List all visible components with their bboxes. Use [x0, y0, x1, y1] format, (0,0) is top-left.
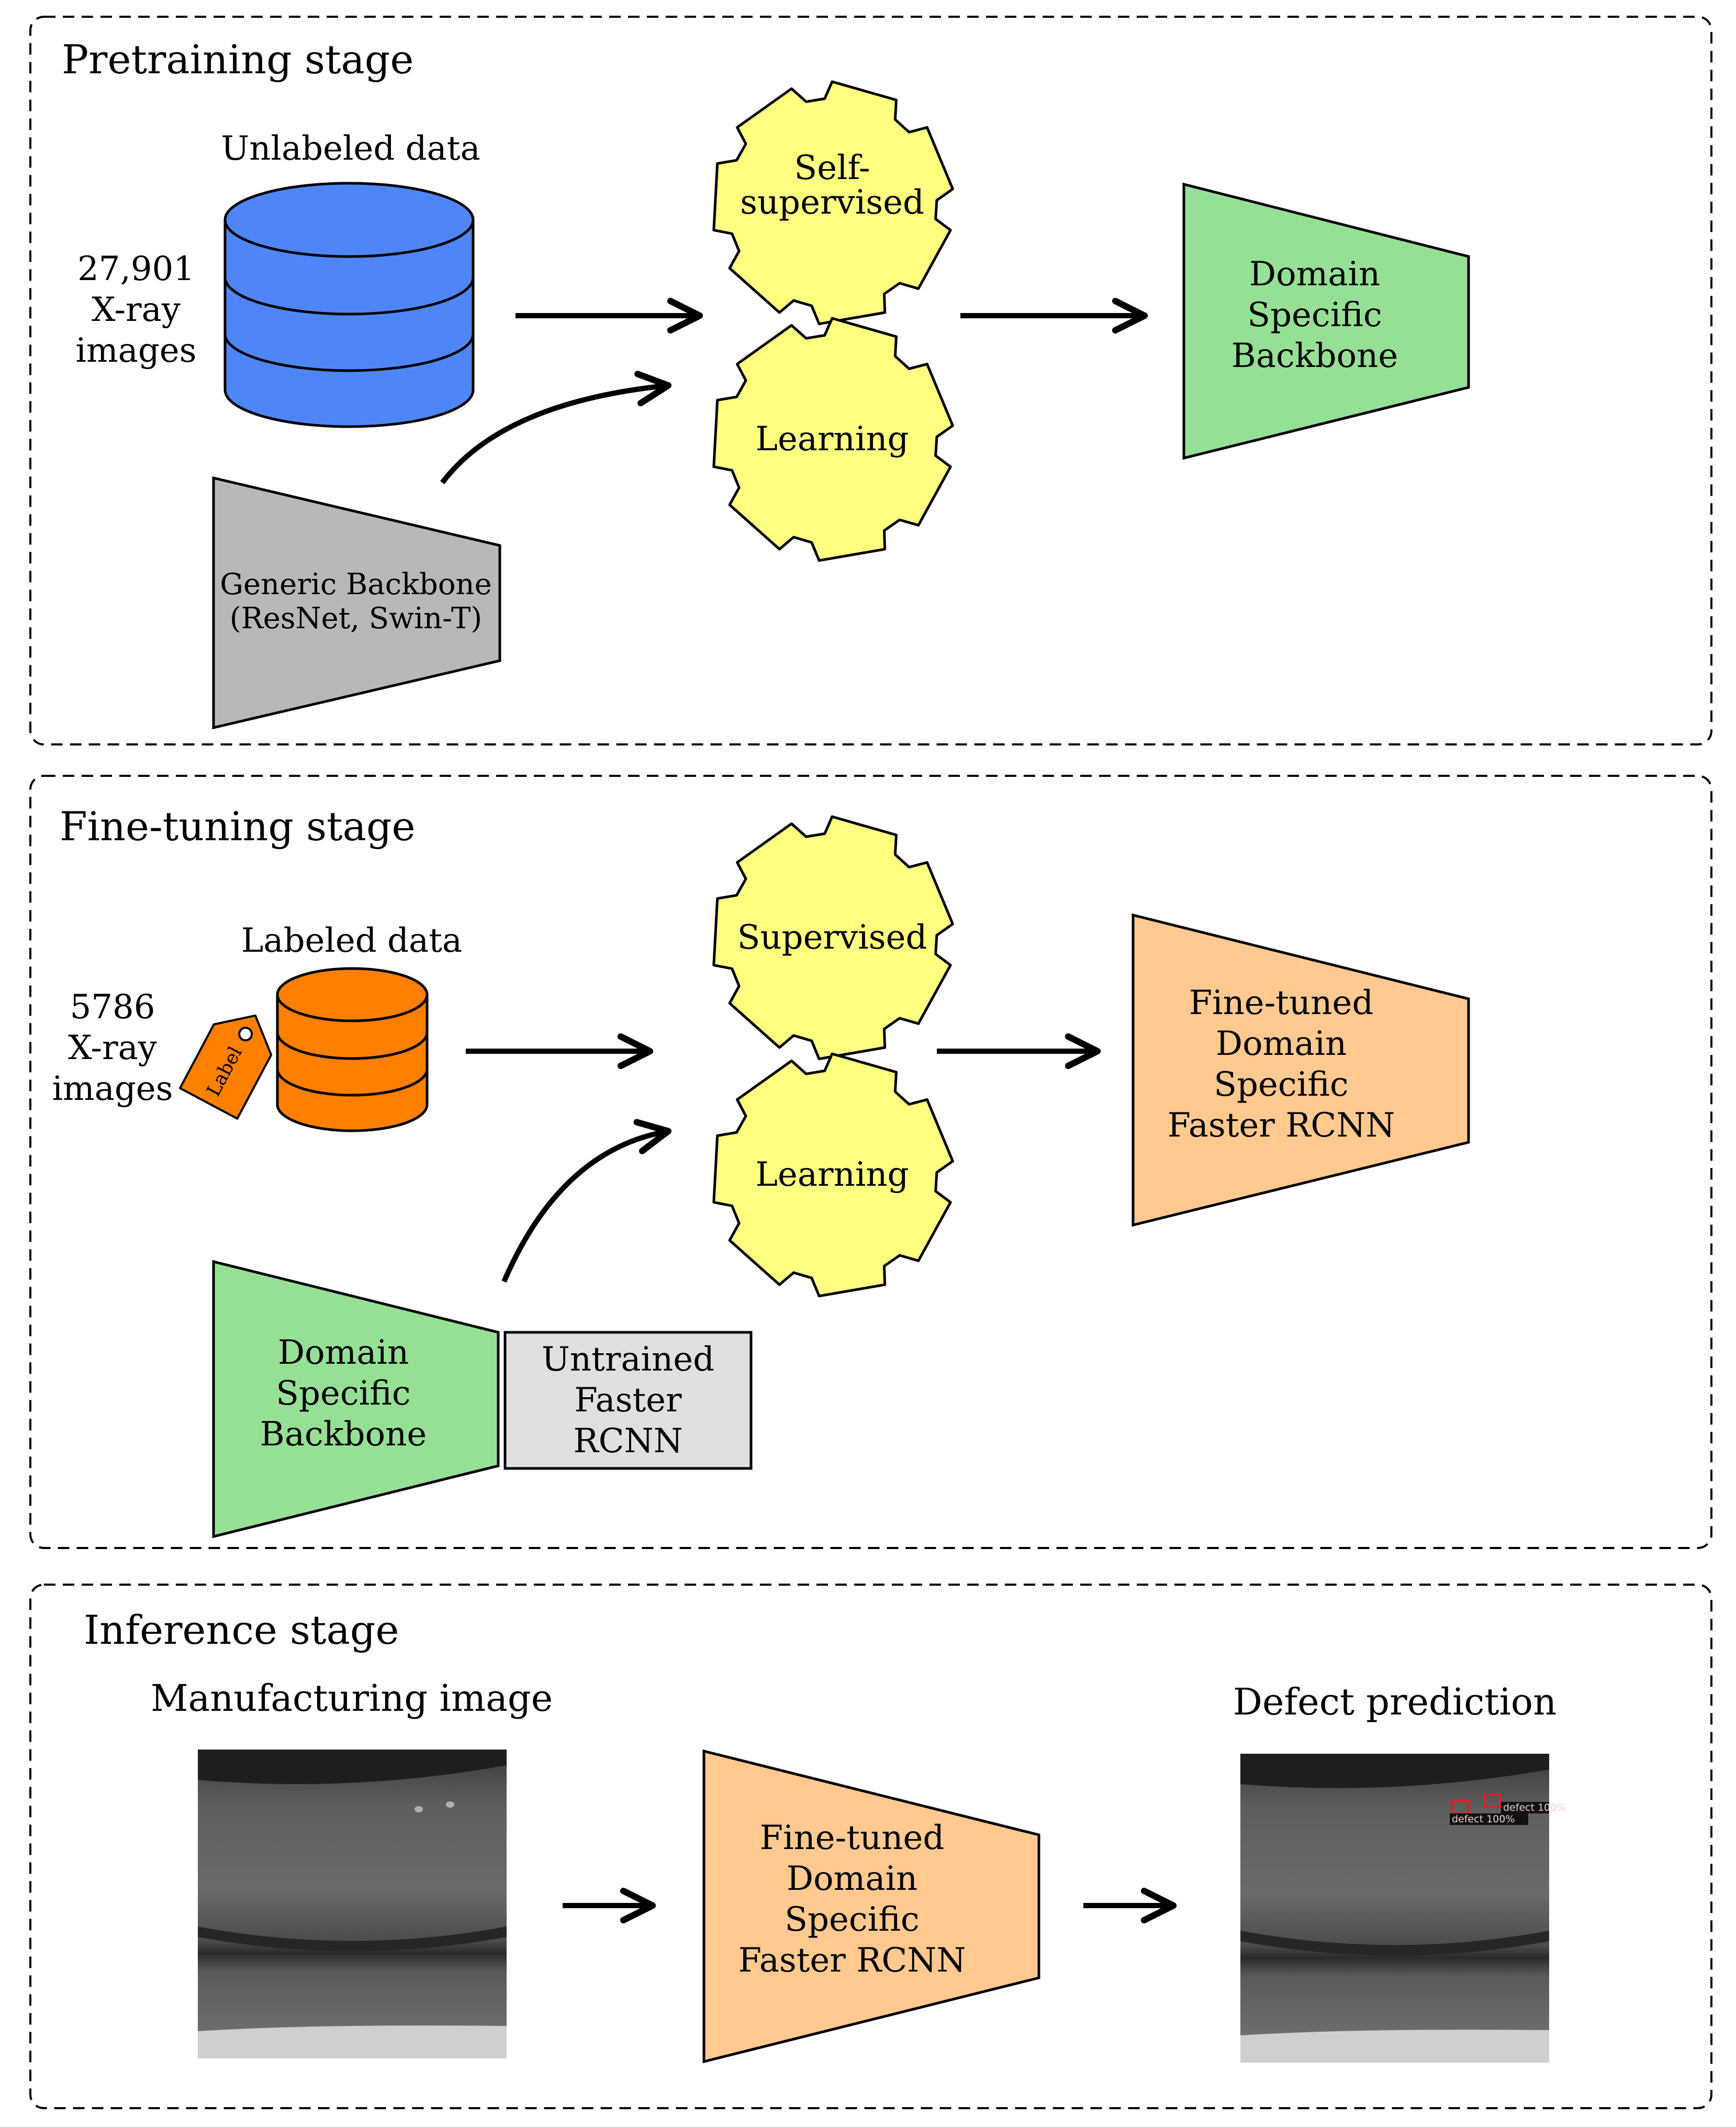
untrained-rcnn-label: Untrained Faster RCNN [542, 1340, 714, 1461]
pretraining-count-line: 27,901 [77, 250, 195, 288]
finetuned-output-shape [1132, 913, 1470, 1227]
generic-backbone-line: Generic Backbone [220, 567, 492, 602]
finetuning-count-line: 5786 [70, 988, 155, 1027]
arrow-domain-backbone-to-learning [501, 1119, 672, 1283]
inference-model-shape [702, 1749, 1040, 2064]
domain-backbone-line: Specific [1247, 296, 1382, 335]
pretraining-title: Pretraining stage [62, 36, 413, 83]
finetuning-panel [29, 775, 1712, 1549]
gear-supervised-label: Supervised [737, 918, 927, 957]
domain-backbone-input-line: Domain [278, 1333, 409, 1372]
untrained-rcnn-box [503, 1331, 753, 1470]
domain-backbone-line: Domain [1249, 255, 1380, 294]
finetuning-count: 5786 X-ray images [52, 988, 173, 1108]
pretraining-count: 27,901 X-ray images [76, 250, 197, 370]
generic-backbone-line: (ResNet, Swin-T) [230, 602, 483, 636]
finetuning-count-line: X-ray [68, 1029, 157, 1067]
unlabeled-data-label: Unlabeled data [221, 129, 480, 168]
manufacturing-xray-image [198, 1750, 507, 2058]
pretraining-count-line: X-ray [92, 291, 181, 329]
finetuning-title: Fine-tuning stage [60, 803, 416, 850]
defect-prediction-label: Defect prediction [1233, 1680, 1556, 1723]
domain-backbone-output-shape [1182, 182, 1470, 460]
finetuned-output-line: Specific [1214, 1065, 1349, 1104]
defect-label: defect 100% [1503, 1802, 1566, 1813]
labeled-database-icon [276, 967, 429, 1132]
gear-learning-pretraining [712, 317, 954, 562]
gear-label-line: Self- [794, 149, 870, 187]
untrained-rcnn-line: Faster [574, 1381, 682, 1420]
arrow-generic-to-learning [440, 371, 672, 485]
inference-panel [29, 1584, 1712, 2109]
inference-model-line: Fine-tuned [760, 1819, 945, 1857]
labeled-data-label: Labeled data [241, 921, 462, 960]
domain-backbone-line: Backbone [1231, 337, 1398, 375]
finetuned-output-line: Domain [1216, 1024, 1347, 1063]
generic-backbone-label: Generic Backbone (ResNet, Swin-T) [220, 567, 492, 636]
domain-backbone-input-shape [212, 1260, 500, 1539]
inference-model-label: Fine-tuned Domain Specific Faster RCNN [738, 1819, 966, 1980]
defect-label: defect 100% [1452, 1813, 1515, 1825]
finetuned-output-line: Faster RCNN [1168, 1106, 1395, 1145]
gear-supervised [712, 815, 954, 1061]
gear-self-supervised-label: Self- supervised [740, 149, 924, 222]
manufacturing-image-label: Manufacturing image [151, 1677, 553, 1720]
finetuned-output-line: Fine-tuned [1189, 984, 1374, 1022]
gear-learning-finetuning [712, 1052, 954, 1298]
domain-backbone-input-line: Backbone [260, 1415, 427, 1454]
unlabeled-database-icon [223, 182, 475, 428]
gear-learning-pretraining-label: Learning [756, 420, 909, 459]
label-tag-icon: Label [178, 1014, 273, 1120]
defect-box [1484, 1794, 1502, 1808]
inference-model-line: Faster RCNN [738, 1941, 966, 1980]
generic-backbone-shape [212, 476, 501, 730]
pretraining-panel [29, 16, 1712, 745]
finetuned-output-label: Fine-tuned Domain Specific Faster RCNN [1168, 984, 1395, 1145]
finetuning-count-line: images [52, 1070, 173, 1108]
inference-model-line: Domain [787, 1859, 917, 1898]
gear-learning-finetuning-label: Learning [756, 1155, 909, 1194]
domain-backbone-input-label: Domain Specific Backbone [260, 1333, 427, 1454]
gear-label-line: supervised [740, 183, 924, 222]
domain-backbone-output-label: Domain Specific Backbone [1231, 255, 1398, 375]
gear-self-supervised [712, 80, 954, 326]
untrained-rcnn-line: RCNN [573, 1422, 682, 1461]
domain-backbone-input-line: Specific [276, 1374, 411, 1413]
defect-prediction-image: defect 100% defect 100% [1240, 1754, 1566, 2063]
inference-title: Inference stage [84, 1607, 399, 1653]
untrained-rcnn-line: Untrained [542, 1340, 714, 1379]
inference-model-line: Specific [785, 1900, 920, 1939]
pretraining-count-line: images [76, 331, 197, 370]
